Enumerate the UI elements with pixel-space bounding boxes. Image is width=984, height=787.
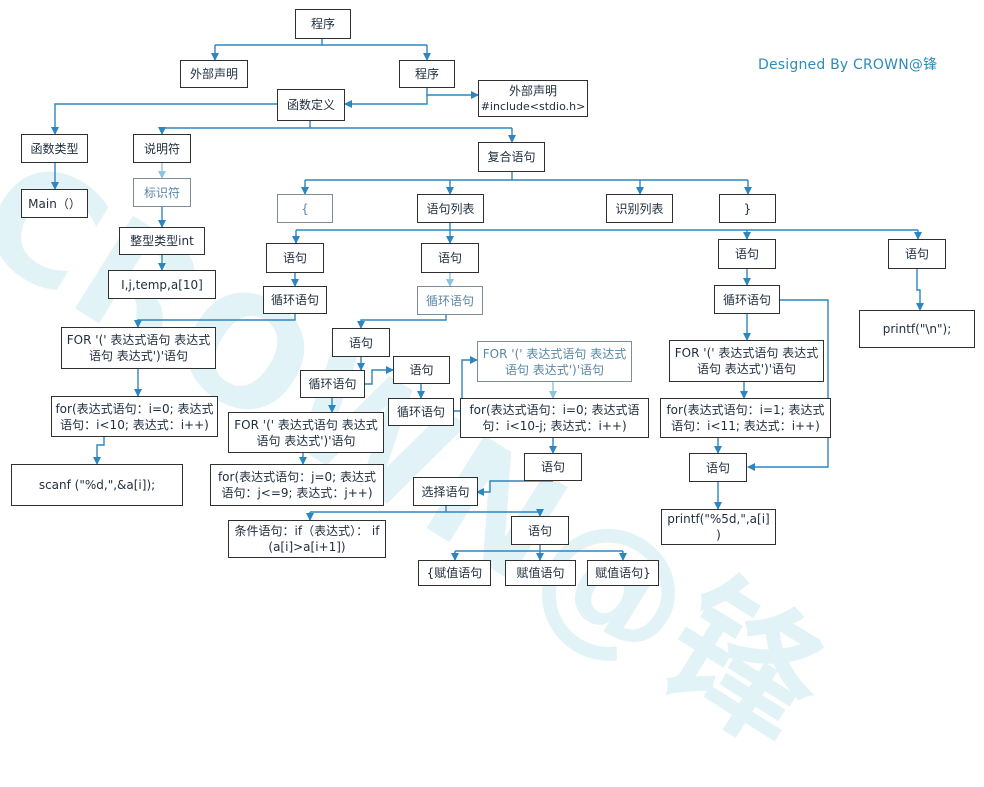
- node-printf-newline: printf("\n");: [859, 310, 975, 348]
- node-for-loop-outer: for(表达式语句：j=0; 表达式语句：j<=9; 表达式：j++): [210, 464, 384, 506]
- node-for-loop-input: for(表达式语句：i=0; 表达式语句：i<10; 表达式：i++): [51, 396, 218, 437]
- node-loop-statement: 循环语句: [417, 286, 483, 315]
- node-function-type: 函数类型: [21, 134, 88, 163]
- node-loop-statement: 循环语句: [388, 398, 454, 426]
- node-statement: 语句: [718, 239, 776, 269]
- edge: [426, 88, 479, 99]
- node-for-grammar: FOR '(' 表达式语句 表达式语句 表达式')'语句: [61, 327, 216, 369]
- node-line: #include<stdio.h>: [480, 99, 586, 113]
- node-int-type: 整型类型int: [119, 227, 205, 255]
- edge: [162, 121, 512, 134]
- node-function-definition: 函数定义: [277, 89, 345, 121]
- edges-layer: [51, 39, 924, 575]
- edge: [215, 39, 427, 60]
- edge: [455, 545, 623, 560]
- edge: [344, 95, 428, 108]
- node-statement: 语句: [524, 453, 582, 481]
- node-for-loop-output: for(表达式语句：i=1; 表达式语句：i<11; 表达式：i++): [660, 398, 831, 438]
- node-open-brace: {: [277, 194, 333, 223]
- edge: [93, 437, 105, 465]
- node-statement: 语句: [888, 239, 946, 269]
- node-statement: 语句: [393, 356, 450, 384]
- node-loop-statement: 循环语句: [714, 285, 780, 314]
- designer-credit: Designed By CROWN@锋: [758, 57, 938, 73]
- node-program: 程序: [399, 60, 455, 88]
- edge: [305, 172, 748, 194]
- node-external-declaration-include: 外部声明 #include<stdio.h>: [478, 80, 588, 117]
- node-for-grammar: FOR '(' 表达式语句 表达式语句 表达式')'语句: [669, 340, 824, 382]
- node-compound-statement: 复合语句: [478, 142, 545, 172]
- node-selection-statement: 选择语句: [413, 477, 478, 506]
- node-line: 外部声明: [508, 83, 557, 98]
- node-statement-list: 语句列表: [417, 194, 484, 223]
- node-assignment: 赋值语句}: [587, 560, 659, 586]
- node-for-grammar: FOR '(' 表达式语句 表达式语句 表达式')'语句: [228, 412, 384, 453]
- node-statement: 语句: [511, 516, 569, 545]
- node-assignment: {赋值语句: [418, 560, 491, 586]
- edge: [476, 480, 553, 496]
- node-printf-output: printf("%5d,",a[i] ): [661, 509, 776, 545]
- node-variables: I,j,temp,a[10]: [108, 270, 216, 299]
- node-if-condition: 条件语句：if（表达式）： if (a[i]>a[i+1]): [228, 520, 386, 558]
- node-close-brace: }: [719, 194, 776, 223]
- node-identifier-list: 识别列表: [606, 194, 673, 223]
- node-program-root: 程序: [295, 9, 351, 39]
- node-loop-statement: 循环语句: [300, 370, 365, 398]
- node-statement: 语句: [266, 243, 324, 273]
- node-statement: 语句: [421, 243, 479, 273]
- edge: [357, 315, 447, 329]
- node-specifier: 说明符: [133, 134, 191, 163]
- edge: [296, 223, 918, 243]
- node-assignment: 赋值语句: [505, 560, 576, 586]
- node-for-loop-inner: for(表达式语句：i=0; 表达式语句：i<10-j; 表达式：i++): [460, 398, 649, 438]
- node-for-grammar: FOR '(' 表达式语句 表达式语句 表达式')'语句: [477, 341, 632, 382]
- node-statement: 语句: [689, 453, 747, 482]
- node-scanf: scanf ("%d,",&a[i]);: [11, 464, 183, 506]
- edge: [747, 299, 829, 471]
- node-loop-statement: 循环语句: [263, 286, 327, 314]
- edge: [454, 356, 478, 412]
- node-statement: 语句: [332, 328, 390, 357]
- edge: [310, 506, 540, 520]
- edge: [134, 314, 296, 328]
- edge: [51, 103, 277, 135]
- node-external-declaration: 外部声明: [180, 60, 248, 88]
- syntax-tree-diagram: CROWN@锋: [0, 9, 975, 780]
- node-main: Main（）: [21, 189, 88, 218]
- node-identifier: 标识符: [133, 178, 191, 207]
- edge: [916, 269, 924, 311]
- edge: [362, 366, 394, 385]
